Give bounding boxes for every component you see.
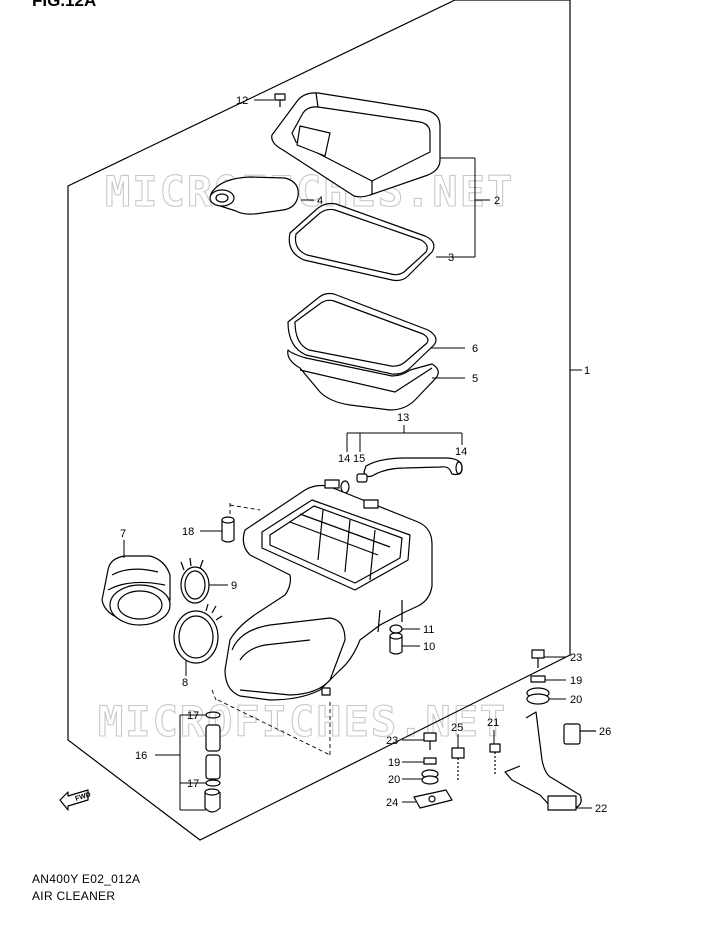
callout-23-right: 23	[570, 652, 582, 664]
diagram-name: AIR CLEANER	[32, 889, 116, 903]
callout-19-left: 19	[388, 757, 400, 769]
callouts: 1 2 3 4 5 6 7 8 9 10 11 12 13 14 14 15 1…	[120, 95, 611, 815]
air-funnel	[101, 555, 171, 626]
callout-17-bottom: 17	[187, 778, 199, 790]
callout-11: 11	[423, 624, 434, 636]
washer-19-right	[530, 675, 546, 683]
callout-14-left: 14	[338, 453, 350, 465]
air-cleaner-cap	[271, 92, 441, 198]
air-cleaner-case	[224, 479, 433, 701]
washer-19-left	[423, 757, 437, 765]
callout-23-left: 23	[386, 735, 398, 747]
callout-17-top: 17	[187, 710, 199, 722]
callout-13: 13	[397, 412, 409, 424]
collar-26	[563, 723, 596, 745]
watermark-top: MICROFICHES.NET	[105, 167, 514, 216]
callout-19-right: 19	[570, 675, 582, 687]
funnel-clamp-9	[180, 557, 210, 604]
drain-cap-10	[389, 632, 403, 655]
bracket-24	[413, 789, 453, 809]
callout-5: 5	[472, 373, 478, 385]
callout-8: 8	[182, 677, 188, 689]
leader-lines	[123, 99, 592, 811]
breather-hose	[363, 457, 463, 478]
dashed-leaders	[211, 503, 331, 756]
callout-16: 16	[135, 750, 147, 762]
callout-1: 1	[584, 365, 590, 377]
bolt-25	[451, 747, 465, 780]
drain-clamp-17-bottom	[205, 779, 221, 787]
callout-21: 21	[487, 717, 499, 729]
callout-4: 4	[317, 195, 323, 207]
bolt-21	[489, 743, 501, 774]
screw-12	[274, 93, 286, 107]
callout-18: 18	[182, 526, 194, 538]
hose-fitting-15	[356, 473, 368, 483]
callout-12: 12	[236, 95, 248, 107]
plug-18	[221, 516, 235, 543]
intake-duct	[209, 176, 299, 215]
callout-2: 2	[494, 195, 500, 207]
callout-9: 9	[231, 580, 237, 592]
drain-tube-16	[204, 724, 221, 813]
grommet-20-right	[526, 687, 550, 705]
duct-clamp-8	[173, 603, 223, 664]
watermark-bottom: MICROFICHES.NET	[98, 697, 507, 746]
callout-3: 3	[448, 252, 454, 264]
filter-frame	[287, 292, 437, 375]
callout-7: 7	[120, 528, 126, 540]
callout-24: 24	[386, 797, 398, 809]
diagram-code: AN400Y E02_012A	[32, 872, 141, 886]
assembly-boundary	[67, 0, 571, 841]
figure-title: FIG.12A	[32, 0, 96, 10]
hose-clamp-14-right	[455, 461, 463, 475]
callout-15: 15	[353, 453, 365, 465]
callout-20-left: 20	[388, 774, 400, 786]
callout-26: 26	[599, 726, 611, 738]
callout-25: 25	[451, 722, 463, 734]
filter-element	[287, 349, 439, 411]
callout-14-right: 14	[455, 446, 467, 458]
bolt-23-left	[423, 732, 437, 750]
cap-seal	[288, 202, 435, 282]
bracket-22	[504, 711, 582, 811]
callout-20-right: 20	[570, 694, 582, 706]
fwd-arrow-icon	[59, 789, 89, 811]
bolt-23-right	[531, 649, 545, 668]
fwd-label: FWD	[74, 791, 91, 803]
grommet-20-left	[421, 769, 439, 785]
clamp-11	[389, 624, 403, 634]
callout-6: 6	[472, 343, 478, 355]
callout-10: 10	[423, 641, 435, 653]
callout-22: 22	[595, 803, 607, 815]
